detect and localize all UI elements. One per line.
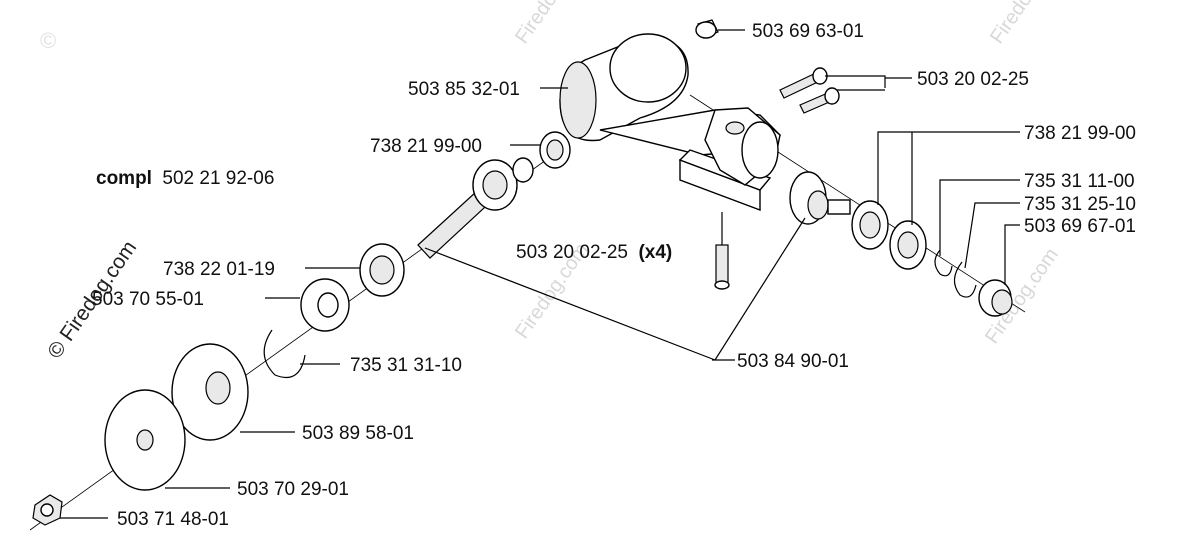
label-738-21-99-00-left: 738 21 99-00: [370, 136, 482, 157]
label-735-31-31-10: 735 31 31-10: [350, 355, 462, 376]
label-503-85-32-01: 503 85 32-01: [408, 79, 520, 100]
nut: [32, 494, 63, 526]
right-circlips: [934, 249, 977, 298]
assembly-label: compl 502 21 92-06: [96, 168, 274, 189]
screws-upper: [779, 67, 840, 114]
support-disc: [104, 389, 186, 491]
assembly-number: 502 21 92-06: [162, 168, 274, 189]
label-735-31-25-10: 735 31 25-10: [1024, 194, 1136, 215]
label-735-31-11-00: 735 31 11-00: [1024, 171, 1135, 192]
gear-housing: [559, 33, 782, 212]
right-bearings: [851, 200, 927, 270]
label-738-22-01-19: 738 22 01-19: [163, 259, 275, 280]
bearing-center: [359, 243, 405, 297]
label-503-20-02-25-x4: 503 20 02-25 (x4): [516, 242, 672, 263]
right-gear: [789, 171, 851, 225]
right-nut: [978, 279, 1013, 317]
part-labels: 503 69 63-01 503 85 32-01 503 20 02-25 7…: [92, 21, 1136, 530]
hub-disc: [171, 343, 249, 441]
assembly-prefix: compl: [96, 168, 152, 189]
label-503-71-48-01: 503 71 48-01: [117, 509, 229, 530]
label-503-20-02-25-upper: 503 20 02-25: [917, 69, 1029, 90]
label-503-84-90-01: 503 84 90-01: [737, 351, 849, 372]
plug-part: [695, 19, 719, 39]
watermark-4: Firedog.com: [986, 0, 1068, 48]
circlip-left: [263, 329, 306, 379]
watermark-copyright-1: ©: [40, 28, 56, 53]
label-503-70-55-01: 503 70 55-01: [92, 289, 204, 310]
label-738-21-99-00-right: 738 21 99-00: [1024, 123, 1136, 144]
bearing-left: [539, 131, 571, 169]
label-503-70-29-01: 503 70 29-01: [237, 479, 349, 500]
shaft-gear: [417, 157, 534, 259]
label-503-69-63-01: 503 69 63-01: [752, 21, 864, 42]
label-503-69-67-01: 503 69 67-01: [1024, 216, 1136, 237]
label-503-20-02-25-x4-qty: (x4): [638, 242, 672, 263]
label-503-20-02-25-x4-number: 503 20 02-25: [516, 242, 628, 263]
leader-lines: [60, 29, 1020, 519]
washer: [300, 278, 350, 332]
screw-lower: [714, 244, 730, 290]
watermark-3: Firedog.com: [511, 0, 593, 48]
label-503-89-58-01: 503 89 58-01: [302, 423, 414, 444]
